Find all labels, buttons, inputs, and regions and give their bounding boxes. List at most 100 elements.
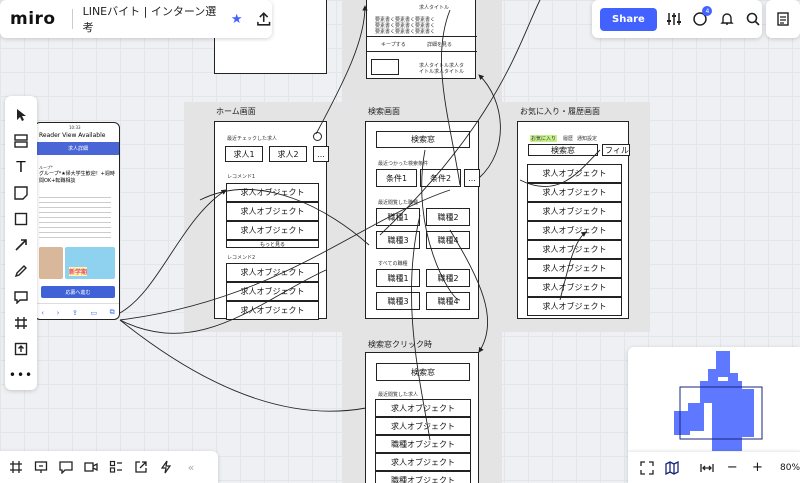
templates-icon[interactable] xyxy=(10,130,32,152)
connector xyxy=(119,189,451,321)
text-tool-icon[interactable]: T xyxy=(16,158,26,176)
apply-label: 応募へ進む xyxy=(65,289,91,296)
search-icon[interactable] xyxy=(744,9,762,29)
zoom-level[interactable]: 80% xyxy=(780,462,800,473)
phone-screenshot[interactable]: 10:33 Reader View Available 求人詳細 ループ* グル… xyxy=(34,122,120,320)
map-icon[interactable] xyxy=(663,459,680,477)
divider xyxy=(367,36,477,37)
recent-viewed-label: 最近閲覧した求人 xyxy=(378,392,419,398)
favorites-zone-title: お気に入り・履歴画面 xyxy=(520,107,600,116)
job-object[interactable]: 求人オブジェクト xyxy=(527,259,622,278)
notes-icon[interactable] xyxy=(775,11,791,27)
select-cursor-icon[interactable] xyxy=(10,104,32,126)
bell-icon[interactable] xyxy=(717,9,735,29)
job-object[interactable]: 求人オブジェクト xyxy=(226,202,319,221)
zoom-out-icon[interactable]: − xyxy=(726,460,738,475)
home-wireframe[interactable]: 最近チェックした求人 求人1 求人2 ... レコメンド1 求人オブジェクト 求… xyxy=(214,121,329,320)
job-object[interactable]: 求人オブジェクト xyxy=(527,278,622,297)
pen-icon[interactable] xyxy=(10,260,32,282)
settings-sliders-icon[interactable] xyxy=(665,9,683,29)
fullscreen-icon[interactable] xyxy=(638,459,655,477)
job-object[interactable]: 求人オブジェクト xyxy=(527,297,622,316)
bottom-toolbar: « xyxy=(0,451,218,483)
comment-icon[interactable] xyxy=(10,286,32,308)
favorites-wireframe[interactable]: お気に入り 履歴 通知設定 検索窓 フィルタ 求人オブジェクト 求人オブジェクト… xyxy=(517,121,630,319)
job-object[interactable]: 求人オブジェクト xyxy=(527,221,622,240)
search-box[interactable]: 検索窓 xyxy=(528,144,598,156)
company-name: ループ* xyxy=(39,165,53,170)
show-more-button[interactable]: もっと見る xyxy=(226,240,319,248)
miro-logo[interactable]: miro xyxy=(10,9,56,29)
job-detail-label: 求人詳細 xyxy=(67,146,88,152)
reactions-icon[interactable]: 4 xyxy=(691,6,713,29)
tab-favorites[interactable]: お気に入り xyxy=(530,135,558,142)
details-link[interactable]: 詳細を見る xyxy=(427,42,453,48)
connector xyxy=(449,229,488,353)
connector-arrow-icon[interactable] xyxy=(10,234,32,256)
tab-notification-settings[interactable]: 通知設定 xyxy=(577,136,598,142)
job-type-1[interactable]: 職種1 xyxy=(376,269,420,287)
gear-icon[interactable] xyxy=(313,132,322,141)
job-object[interactable]: 求人オブジェクト xyxy=(375,453,471,471)
apply-button[interactable]: 応募へ進む xyxy=(41,286,115,298)
more-tools-icon[interactable]: ••• xyxy=(8,368,34,382)
thumbnail-box xyxy=(371,59,399,75)
recent-job-1[interactable]: 求人1 xyxy=(225,146,263,162)
tab-history[interactable]: 履歴 xyxy=(563,136,574,142)
video-chat-icon[interactable] xyxy=(81,457,101,477)
collapse-chevron-icon[interactable]: « xyxy=(187,460,195,474)
job-type-4[interactable]: 職種4 xyxy=(426,292,470,310)
shape-tool-icon[interactable] xyxy=(10,208,32,230)
recent-job-2[interactable]: 求人2 xyxy=(269,146,307,162)
comments-icon[interactable] xyxy=(56,457,76,477)
job-detail-header[interactable]: 求人詳細 xyxy=(35,142,119,155)
forward-icon[interactable]: › xyxy=(56,308,60,317)
job-object[interactable]: 求人オブジェクト xyxy=(375,417,471,435)
sticky-note-icon[interactable] xyxy=(10,182,32,204)
presentation-icon[interactable] xyxy=(31,457,51,477)
job-type-3[interactable]: 職種3 xyxy=(376,231,420,249)
job-object[interactable]: 求人オブジェクト xyxy=(527,183,622,202)
upload-icon[interactable] xyxy=(10,338,32,360)
board-header: miro LINEバイト | インターン選考 ★ xyxy=(0,0,272,38)
share-button[interactable]: Share xyxy=(600,7,657,31)
job-type-object[interactable]: 職種オブジェクト xyxy=(375,471,471,483)
zoom-in-icon[interactable]: + xyxy=(751,460,763,475)
job-object[interactable]: 求人オブジェクト xyxy=(226,263,319,282)
notes-panel[interactable] xyxy=(766,0,800,38)
job-object[interactable]: 求人オブジェクト xyxy=(226,221,319,240)
search-click-zone-title: 検索窓クリック時 xyxy=(368,340,432,349)
job-type-2[interactable]: 職種2 xyxy=(426,269,470,287)
frames-icon[interactable] xyxy=(6,457,26,477)
job-type-2[interactable]: 職種2 xyxy=(426,208,470,226)
kanban-icon[interactable] xyxy=(106,457,126,477)
recent-more[interactable]: ... xyxy=(313,146,329,162)
condition-1[interactable]: 条件1 xyxy=(376,169,417,187)
back-icon[interactable]: ‹ xyxy=(41,308,45,317)
board-title[interactable]: LINEバイト | インターン選考 xyxy=(82,5,217,34)
job-object[interactable]: 求人オブジェクト xyxy=(527,202,622,221)
job-type-3[interactable]: 職種3 xyxy=(376,292,420,310)
upload-icon[interactable] xyxy=(255,10,272,28)
job-type-object[interactable]: 職種オブジェクト xyxy=(375,435,471,453)
minimap[interactable] xyxy=(628,347,800,451)
bookmarks-icon[interactable]: ▭ xyxy=(90,308,98,317)
job-object[interactable]: 求人オブジェクト xyxy=(527,164,622,183)
job-object[interactable]: 求人オブジェクト xyxy=(226,301,319,320)
export-icon[interactable] xyxy=(131,457,151,477)
search-box[interactable]: 検索窓 xyxy=(376,131,470,148)
tabs-icon[interactable]: ⧉ xyxy=(109,308,115,316)
fit-width-icon[interactable] xyxy=(698,459,715,477)
notification-badge: 4 xyxy=(702,6,713,16)
search-box[interactable]: 検索窓 xyxy=(376,363,470,381)
reader-view-text: Reader View Available xyxy=(39,132,106,139)
share-icon[interactable]: ⇪ xyxy=(72,308,78,317)
element-line: 要素書く要素書く要素書く xyxy=(375,17,436,23)
keep-link[interactable]: キープする xyxy=(381,42,406,48)
frame-icon[interactable] xyxy=(10,312,32,334)
lightning-icon[interactable] xyxy=(156,457,176,477)
banner-photo xyxy=(39,247,63,279)
filter-button[interactable]: フィルタ xyxy=(602,144,630,156)
star-icon[interactable]: ★ xyxy=(230,11,243,27)
